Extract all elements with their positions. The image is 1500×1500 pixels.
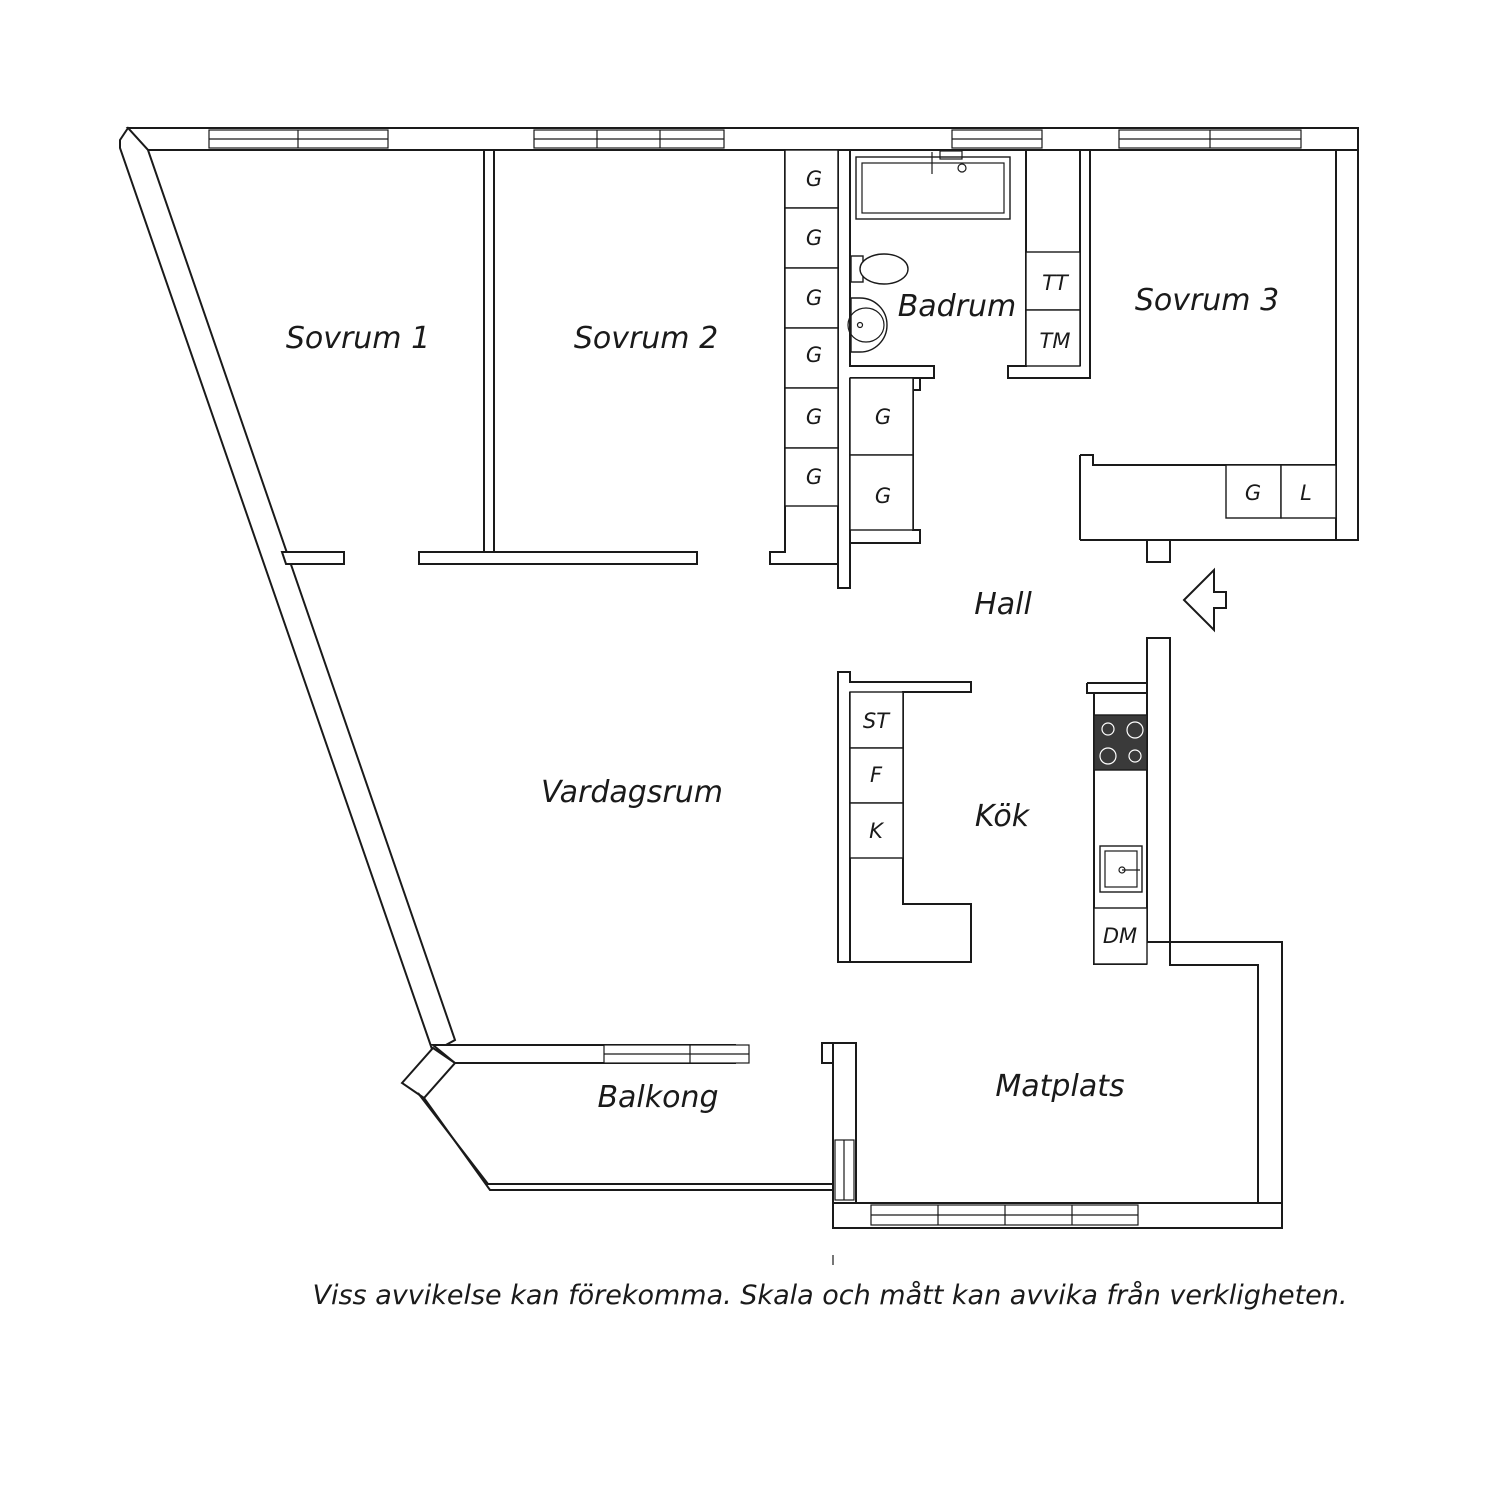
dishwasher-label: DM [1103, 924, 1137, 948]
washing-machine-label: TM [1040, 329, 1071, 353]
room-label-badrum: Badrum [898, 289, 1017, 324]
wardrobe-label: G [806, 405, 822, 429]
toilet [850, 253, 909, 285]
stove [1093, 714, 1148, 771]
room-label-sovrum1: Sovrum 1 [286, 321, 430, 356]
interior-walls [280, 149, 1147, 965]
wardrobe-label: G [806, 343, 822, 367]
kitchen-appliances: ST F K DM [849, 691, 1148, 965]
wardrobe-label: G [875, 484, 891, 508]
room-label-balkong: Balkong [597, 1080, 718, 1115]
fridge-label: F [870, 763, 883, 787]
linen-cabinet-label: L [1300, 481, 1312, 505]
washbasin [847, 297, 888, 353]
entrance-arrow-icon [1182, 567, 1227, 633]
room-label-hall: Hall [974, 587, 1032, 622]
room-label-matplats: Matplats [995, 1069, 1124, 1104]
wardrobe-label: G [806, 226, 822, 250]
wardrobe-label: G [1245, 481, 1261, 505]
kitchen-sink [1099, 845, 1143, 893]
bathroom-fixtures: TT TM [847, 150, 1081, 367]
disclaimer-text: Viss avvikelse kan förekomma. Skala och … [312, 1280, 1348, 1311]
sovrum3-wardrobes: G L [1225, 464, 1337, 519]
hall-wardrobes: G G [849, 377, 914, 531]
freezer-label: ST [863, 709, 891, 733]
bathtub [855, 156, 1011, 220]
cooler-label: K [869, 819, 885, 843]
room-label-sovrum3: Sovrum 3 [1135, 283, 1279, 318]
tumble-dryer-label: TT [1042, 271, 1070, 295]
room-label-vardagsrum: Vardagsrum [541, 775, 723, 810]
room-label-kok: Kök [975, 799, 1031, 834]
wardrobe-label: G [806, 465, 822, 489]
wardrobe-column: G G G G G G [784, 149, 839, 507]
room-labels: Sovrum 1 Sovrum 2 Sovrum 3 Badrum Hall V… [286, 283, 1279, 1115]
wardrobe-label: G [875, 405, 891, 429]
wardrobe-label: G [806, 286, 822, 310]
windows [208, 129, 1302, 1226]
wardrobe-label: G [806, 167, 822, 191]
room-label-sovrum2: Sovrum 2 [574, 321, 718, 356]
